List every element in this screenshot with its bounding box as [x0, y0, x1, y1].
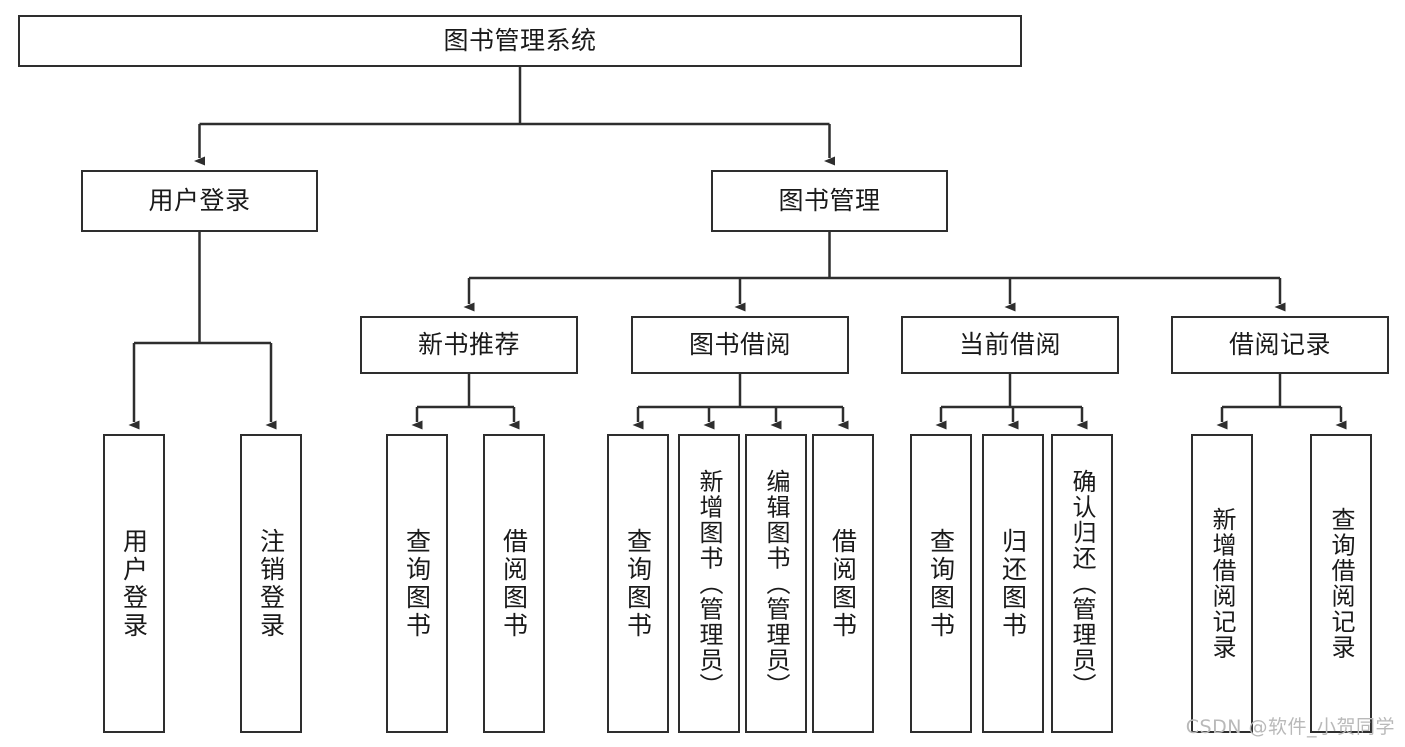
node-label: 查询图书 [926, 527, 956, 640]
node-label: 查询图书 [623, 527, 653, 640]
node-leaf-borrow-3[interactable]: 编辑图书（管理员） [745, 434, 807, 733]
node-current[interactable]: 当前借阅 [901, 316, 1119, 374]
node-leaf-borrow-1[interactable]: 查询图书 [607, 434, 669, 733]
node-label: 借阅图书 [828, 527, 858, 640]
node-label: 归还图书 [998, 527, 1028, 640]
node-label: 编辑图书（管理员） [762, 468, 790, 699]
node-bookmgmt[interactable]: 图书管理 [711, 170, 948, 232]
node-root[interactable]: 图书管理系统 [18, 15, 1022, 67]
node-label: 图书管理 [778, 186, 881, 215]
node-label: 用户登录 [119, 527, 149, 640]
node-label: 新书推荐 [417, 330, 520, 359]
node-label: 借阅图书 [499, 527, 529, 640]
node-label: 当前借阅 [958, 330, 1061, 359]
node-leaf-new-2[interactable]: 借阅图书 [483, 434, 545, 733]
node-leaf-new-1[interactable]: 查询图书 [386, 434, 448, 733]
node-label: 图书管理系统 [443, 26, 597, 55]
node-label: 查询借阅记录 [1327, 507, 1355, 660]
node-leaf-cur-1[interactable]: 查询图书 [910, 434, 972, 733]
node-label: 确认归还（管理员） [1068, 468, 1096, 699]
node-borrow[interactable]: 图书借阅 [631, 316, 849, 374]
node-label: 新增图书（管理员） [695, 468, 723, 699]
node-leaf-login-2[interactable]: 注销登录 [240, 434, 302, 733]
node-leaf-cur-3[interactable]: 确认归还（管理员） [1051, 434, 1113, 733]
node-records[interactable]: 借阅记录 [1171, 316, 1389, 374]
node-label: 查询图书 [402, 527, 432, 640]
node-leaf-rec-1[interactable]: 新增借阅记录 [1191, 434, 1253, 733]
node-label: 注销登录 [256, 527, 286, 640]
node-leaf-borrow-2[interactable]: 新增图书（管理员） [678, 434, 740, 733]
watermark: CSDN @软件_小贺同学 [1185, 716, 1395, 738]
node-leaf-login-1[interactable]: 用户登录 [103, 434, 165, 733]
node-label: 用户登录 [148, 186, 251, 215]
node-label: 借阅记录 [1228, 330, 1331, 359]
node-leaf-borrow-4[interactable]: 借阅图书 [812, 434, 874, 733]
node-leaf-cur-2[interactable]: 归还图书 [982, 434, 1044, 733]
node-leaf-rec-2[interactable]: 查询借阅记录 [1310, 434, 1372, 733]
node-label: 新增借阅记录 [1208, 507, 1236, 660]
node-newbook[interactable]: 新书推荐 [360, 316, 578, 374]
node-label: 图书借阅 [688, 330, 791, 359]
node-login[interactable]: 用户登录 [81, 170, 318, 232]
